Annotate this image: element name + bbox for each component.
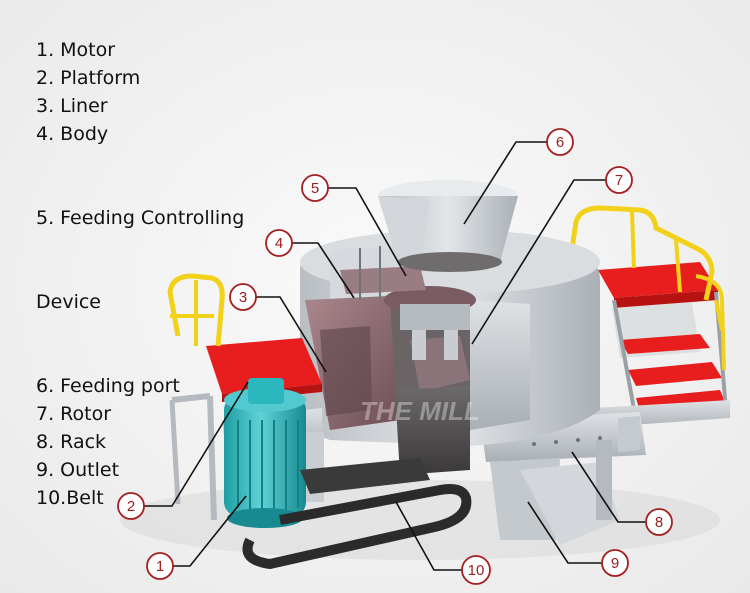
svg-text:1: 1 [156, 558, 164, 575]
leader-6 [463, 141, 547, 225]
belt-guard [300, 458, 430, 494]
legend-item-outlet: 9. Outlet [36, 459, 120, 481]
right-step-1 [620, 334, 710, 354]
legend-item-motor: 1. Motor [36, 39, 116, 61]
motor [222, 378, 324, 528]
hopper-throat [398, 252, 502, 272]
leader-9 [527, 501, 602, 564]
callout-1: 1 [146, 552, 174, 580]
leader-8 [571, 451, 646, 523]
right-upper-platform [598, 262, 718, 298]
legend-item-belt: 10.Belt [36, 487, 104, 509]
base-frame [480, 412, 646, 545]
legend-item-rack: 8. Rack [36, 431, 107, 453]
feeding-controlling-device [340, 266, 426, 294]
parts-legend: 1. Motor 2. Platform 3. Liner 4. Body 5.… [36, 36, 244, 512]
svg-text:10: 10 [468, 562, 485, 579]
shaft-housing [395, 386, 470, 475]
right-step-2 [628, 362, 722, 386]
left-platform [206, 338, 322, 394]
callout-2: 2 [117, 492, 145, 520]
legend-item-body: 4. Body [36, 123, 109, 145]
motor-terminal-box [248, 378, 284, 404]
leader-3 [256, 296, 327, 373]
svg-text:9: 9 [611, 555, 619, 572]
legend-item-feeding-controlling-device: 5. Feeding Controlling Device [36, 148, 244, 372]
legend-item-platform: 2. Platform [36, 67, 141, 89]
callout-leaders [144, 141, 646, 571]
callout-9: 9 [601, 549, 629, 577]
svg-text:8: 8 [655, 514, 663, 531]
outlet-chute [520, 462, 620, 545]
leader-4 [292, 242, 355, 299]
callout-8: 8 [645, 508, 673, 536]
callout-3: 3 [229, 283, 257, 311]
callout-markers: 1 2 3 4 5 6 7 [117, 128, 673, 585]
legend-item-feeding-controlling-line1: 5. Feeding Controlling [36, 207, 245, 229]
body-inner-wall [470, 300, 530, 430]
right-platform-structure [560, 205, 730, 430]
drive-belt [242, 484, 472, 569]
legend-item-feeding-controlling-line2: Device [36, 291, 101, 313]
left-platform-structure [167, 273, 322, 521]
svg-text:7: 7 [615, 172, 623, 189]
svg-text:5: 5 [311, 180, 319, 197]
leader-10 [395, 501, 462, 571]
leader-7 [471, 179, 606, 345]
legend-item-feeding-port: 6. Feeding port [36, 375, 180, 397]
motor-housing [224, 396, 306, 516]
watermark: THE MILL [360, 396, 480, 426]
left-railing [167, 273, 225, 347]
callout-10: 10 [461, 555, 491, 585]
leader-1 [173, 495, 247, 567]
belt [242, 458, 472, 569]
callout-4: 4 [265, 229, 293, 257]
svg-text:3: 3 [239, 289, 247, 306]
callout-5: 5 [301, 174, 329, 202]
right-railing [567, 205, 715, 301]
svg-text:2: 2 [127, 498, 135, 515]
svg-text:6: 6 [556, 134, 564, 151]
callout-6: 6 [546, 128, 574, 156]
svg-text:4: 4 [275, 235, 283, 252]
callout-7: 7 [605, 166, 633, 194]
legend-item-rotor: 7. Rotor [36, 403, 112, 425]
leader-2 [144, 381, 249, 507]
crusher-body [300, 230, 600, 475]
leader-5 [328, 187, 407, 277]
legend-item-liner: 3. Liner [36, 95, 108, 117]
feeding-port [378, 180, 518, 272]
